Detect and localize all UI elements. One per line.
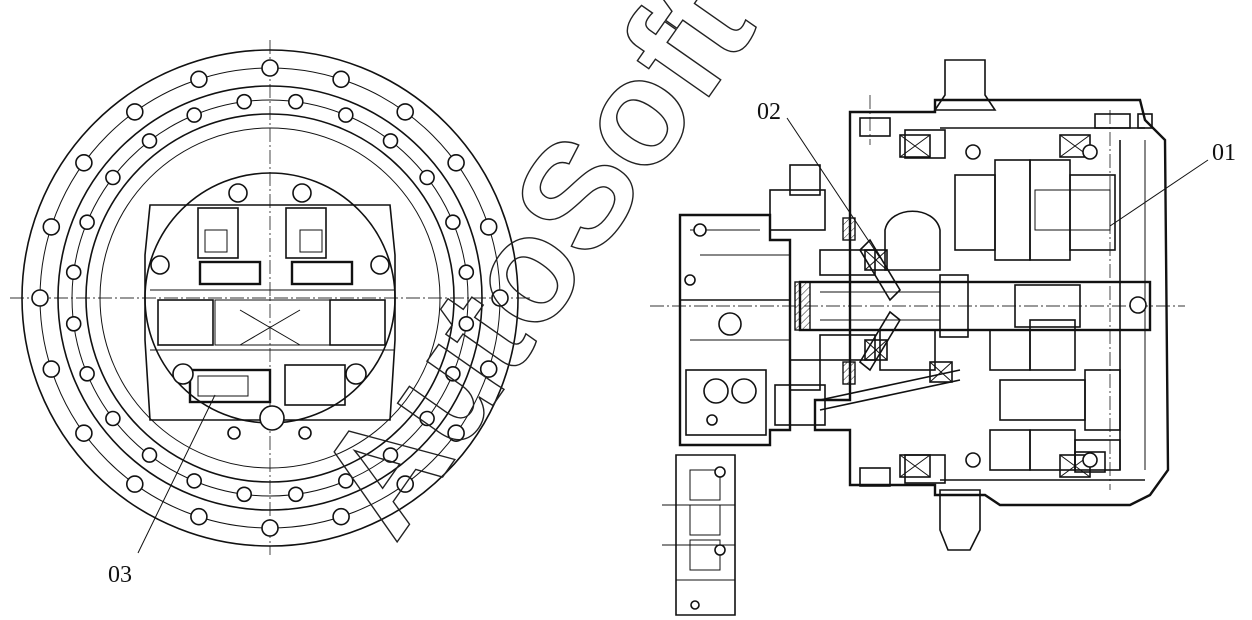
bolt-hole [190, 507, 208, 526]
bolt-hole [261, 519, 279, 537]
watermark-text: AutoSoft [284, 0, 785, 563]
bolt-hole [491, 289, 509, 307]
bolt-hole [186, 473, 202, 489]
bolt-hole [105, 169, 121, 186]
bolt-hole [42, 218, 61, 236]
bolt-hole [445, 365, 461, 382]
bolt-hole [479, 218, 498, 236]
bolt-hole [479, 360, 498, 378]
top-mount-lug [933, 59, 997, 111]
outer-flange-ring [21, 49, 519, 547]
bolt-hole [332, 70, 350, 89]
bolt-hole [458, 264, 475, 281]
bottom-mount-lug [939, 489, 981, 551]
bolt-hole [75, 424, 93, 443]
bolt-hole [382, 133, 399, 149]
bolt-hole [396, 103, 415, 121]
bolt-hole [382, 447, 399, 463]
bolt-hole [141, 447, 158, 463]
main-housing [813, 98, 1170, 507]
valve-block [678, 213, 792, 447]
leader-line-01 [1109, 159, 1209, 227]
flange-step-ring [57, 85, 483, 511]
bolt-hole [236, 486, 252, 503]
part-label-03: 03 [108, 562, 132, 588]
bolt-hole [79, 214, 95, 230]
bolt-hole [419, 169, 435, 186]
bolt-hole [190, 70, 208, 89]
bolt-hole [447, 424, 465, 443]
bolt-hole [65, 264, 82, 281]
outer-bolt-holes [31, 59, 509, 537]
bolt-hole [419, 410, 435, 427]
bolt-hole [42, 360, 61, 378]
bearing-cross-line [929, 361, 953, 383]
inner-bolt-holes [65, 93, 475, 503]
bolt-hole [332, 507, 350, 526]
bolt-hole [31, 289, 49, 307]
hub-ring [85, 113, 455, 483]
bolt-hole [126, 475, 144, 493]
bearing-cross-line [864, 339, 888, 361]
hydraulic-motor-section [769, 117, 961, 487]
bolt-hole [75, 154, 93, 172]
bolt-hole [261, 59, 279, 77]
part-label-01: 01 [1212, 140, 1236, 166]
bolt-hole [337, 473, 354, 489]
leader-line-02 [786, 117, 881, 259]
bolt-hole [445, 214, 461, 230]
bolt-circle-inner [71, 99, 469, 497]
bolt-hole [186, 107, 202, 123]
motor-valve-block [144, 183, 396, 440]
bolt-hole [65, 315, 82, 332]
bolt-hole [287, 93, 304, 110]
part-label-02: 02 [757, 99, 781, 125]
lower-port-block [662, 454, 736, 616]
planetary-gear-set [954, 159, 1121, 471]
bolt-hole [141, 133, 158, 149]
bolt-hole [337, 107, 354, 123]
front-view: 03 [10, 40, 530, 588]
bolt-hole [79, 365, 95, 382]
bolt-hole [447, 154, 465, 172]
bolt-hole [126, 103, 144, 121]
bearing-cross-line [864, 249, 888, 271]
bearing [899, 134, 931, 158]
bolt-hole [396, 475, 415, 493]
section-view: 02 01 [650, 59, 1236, 616]
bolt-hole [105, 410, 121, 427]
bolt-hole [458, 315, 475, 332]
bearing-cross-line [1059, 134, 1091, 158]
leader-line-03 [137, 394, 216, 554]
hub-inner-ring [99, 127, 441, 469]
bolt-hole [287, 486, 304, 503]
bolt-hole [236, 93, 252, 110]
